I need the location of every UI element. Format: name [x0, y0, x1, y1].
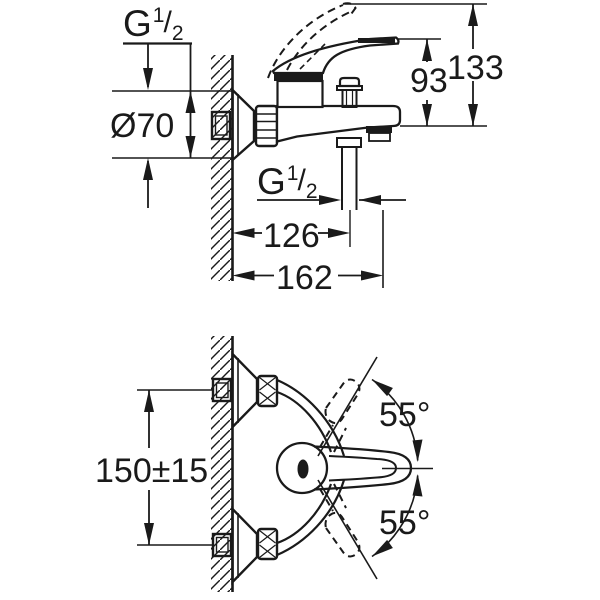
thread-label-prefix: G: [123, 3, 152, 44]
wall-section-side: [211, 55, 234, 281]
wall-section-plan: [211, 336, 234, 592]
plan-view: [137, 336, 433, 592]
dim-126: [232, 228, 350, 238]
dim-inlet-left: [112, 42, 232, 208]
lever-dashed-up: [319, 378, 361, 453]
shower-outlet: [336, 137, 362, 247]
diverter-knob: [336, 76, 363, 108]
lever-dashed-down: [319, 483, 361, 558]
swing-lower-label: 55°: [379, 504, 431, 542]
spout-reach-label: 162: [276, 259, 333, 297]
lever-handle-side: [271, 36, 400, 75]
swing-angle-upper: [317, 356, 423, 462]
faucet-body-side: [275, 104, 402, 143]
swing-angle-lower: [317, 474, 423, 580]
union-nut-side: [254, 104, 279, 148]
dim-150: [137, 389, 213, 546]
max-height-label: 133: [447, 49, 504, 87]
inlet-thread-label: G1/2: [123, 3, 184, 45]
outlet-thread-label: G1/2: [257, 161, 318, 203]
dim-outlet-thread: [257, 195, 406, 205]
cartridge-block: [274, 72, 324, 109]
swing-upper-label: 55°: [379, 396, 431, 434]
cartridge-dome: [275, 441, 329, 495]
side-view: [112, 2, 487, 288]
connection-spacing-label: 150±15: [95, 452, 209, 490]
dim-133: [468, 4, 478, 126]
escutcheon-diameter-label: Ø70: [110, 107, 175, 145]
dim-93: [422, 39, 432, 126]
supply-elbow: [210, 110, 232, 141]
dim-162: [232, 210, 384, 288]
escutcheon-cone-side: [231, 87, 256, 163]
lever-handle-raised-dashed: [267, 2, 357, 79]
aerator: [366, 126, 392, 133]
faucet-body-plan: [276, 378, 346, 557]
lever-height-label: 93: [410, 62, 448, 100]
pivot-detail: [297, 459, 309, 479]
shower-outlet-distance-label: 126: [263, 217, 320, 255]
